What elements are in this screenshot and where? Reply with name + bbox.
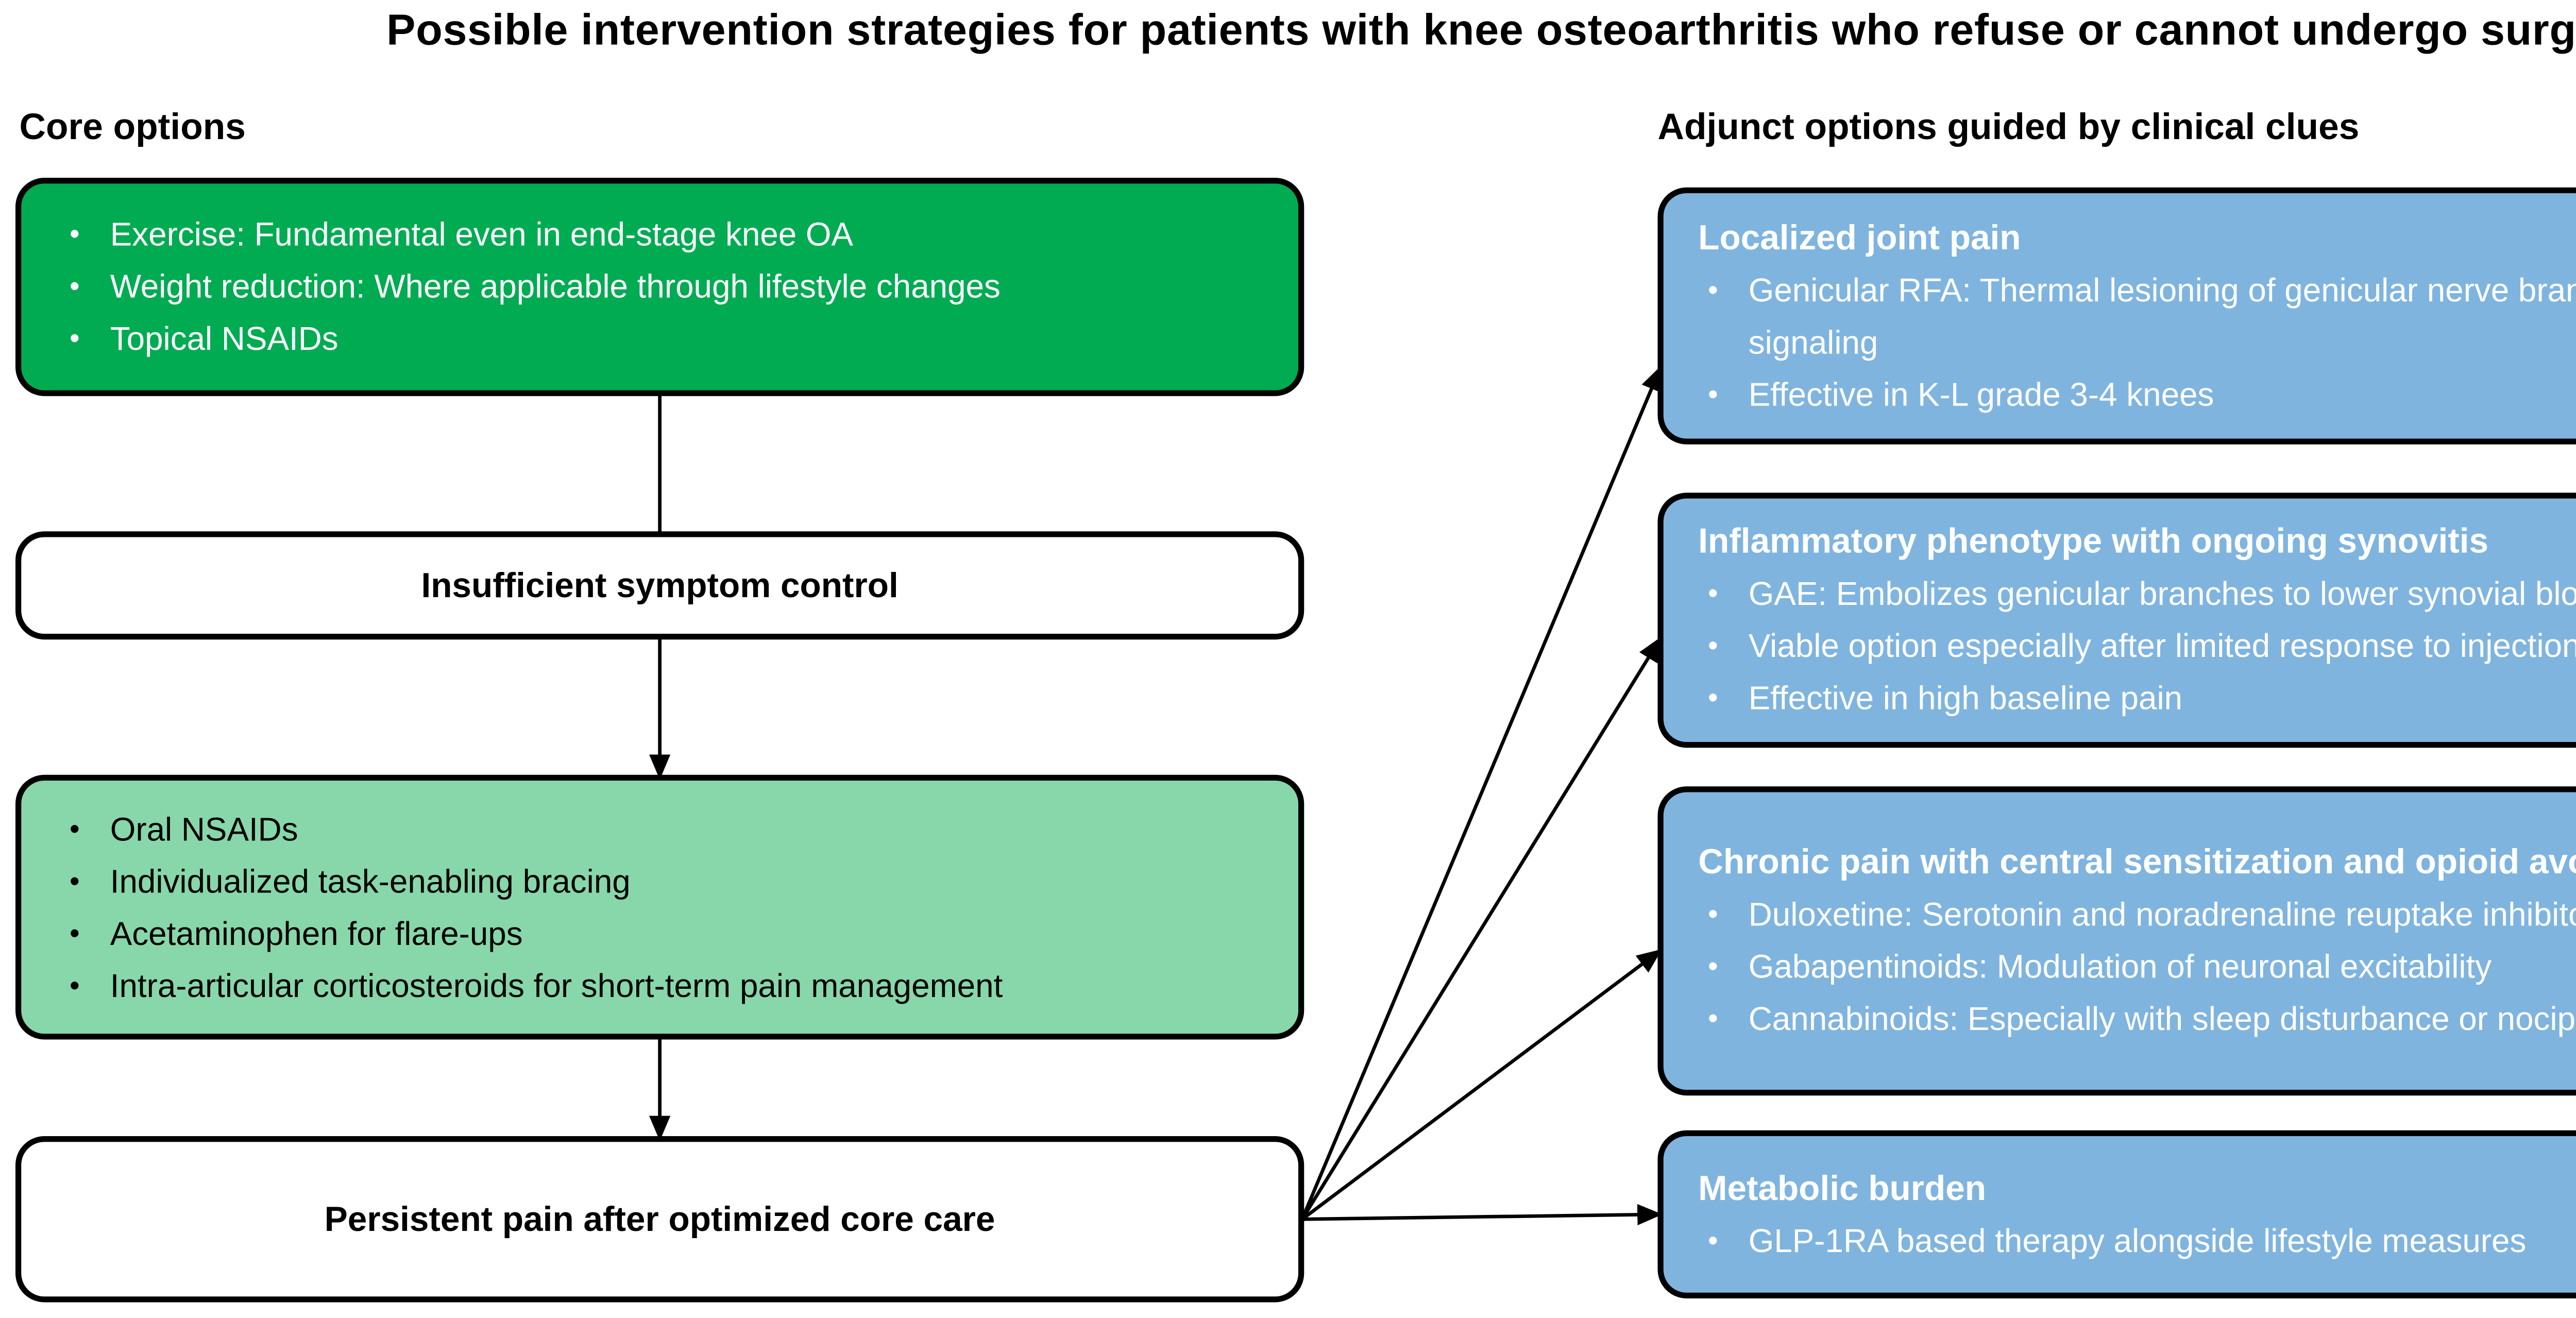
central-sensitization-title: Chronic pain with central sensitization … (1698, 842, 2576, 881)
bullet-item: Intra-articular corticosteroids for shor… (60, 959, 1260, 1011)
bullet-item: Cannabinoids: Especially with sleep dist… (1698, 993, 2576, 1045)
persistent-pain-label: Persistent pain after optimized core car… (324, 1198, 995, 1238)
inflammatory-phenotype-box: Inflammatory phenotype with ongoing syno… (1657, 493, 2576, 748)
bullet-item: Topical NSAIDs (60, 313, 1260, 365)
connector-arrow (1301, 949, 1663, 1221)
core-options-box: Exercise: Fundamental even in end-stage … (15, 178, 1304, 396)
bullet-item: Gabapentinoids: Modulation of neuronal e… (1698, 941, 2576, 993)
bullet-item: Viable option especially after limited r… (1698, 620, 2576, 672)
bullet-item: Duloxetine: Serotonin and noradrenaline … (1698, 889, 2576, 941)
metabolic-burden-title: Metabolic burden (1698, 1168, 1987, 1207)
second-line-options-box: Oral NSAIDsIndividualized task-enabling … (15, 774, 1304, 1040)
core-options-list: Exercise: Fundamental even in end-stage … (60, 209, 1260, 365)
connector-arrow (1300, 365, 1663, 1220)
bullet-item: Genicular RFA: Thermal lesioning of geni… (1698, 264, 2576, 368)
bullet-item: Effective in high baseline pain (1698, 672, 2576, 724)
bullet-item: Effective in K-L grade 3-4 knees (1698, 368, 2576, 420)
metabolic-burden-list: GLP-1RA based therapy alongside lifestyl… (1698, 1214, 2576, 1266)
inflammatory-phenotype-list: GAE: Embolizes genicular branches to low… (1698, 568, 2576, 725)
localized-joint-pain-title: Localized joint pain (1698, 217, 2021, 256)
bullet-item: Weight reduction: Where applicable throu… (60, 261, 1260, 313)
localized-joint-pain-box: Localized joint pain Genicular RFA: Ther… (1657, 187, 2576, 445)
bullet-item: Individualized task-enabling bracing (60, 855, 1260, 907)
connector-arrow (1302, 1204, 1663, 1226)
insufficient-symptom-control-label: Insufficient symptom control (421, 565, 899, 604)
diagram-title: Possible intervention strategies for pat… (386, 6, 2576, 54)
localized-joint-pain-list: Genicular RFA: Thermal lesioning of geni… (1698, 264, 2576, 420)
insufficient-symptom-control-box: Insufficient symptom control (15, 531, 1304, 640)
connector-arrow (1300, 636, 1662, 1221)
central-sensitization-list: Duloxetine: Serotonin and noradrenaline … (1698, 889, 2576, 1045)
bullet-item: Acetaminophen for flare-ups (60, 907, 1260, 959)
adjunct-options-header: Adjunct options guided by clinical clues (1657, 108, 2360, 149)
bullet-item: Exercise: Fundamental even in end-stage … (60, 209, 1260, 261)
core-options-header: Core options (19, 108, 246, 149)
second-line-options-list: Oral NSAIDsIndividualized task-enabling … (60, 803, 1260, 1011)
bullet-item: GAE: Embolizes genicular branches to low… (1698, 568, 2576, 620)
metabolic-burden-box: Metabolic burden GLP-1RA based therapy a… (1657, 1130, 2576, 1298)
bullet-item: GLP-1RA based therapy alongside lifestyl… (1698, 1214, 2576, 1266)
inflammatory-phenotype-title: Inflammatory phenotype with ongoing syno… (1698, 521, 2489, 561)
bullet-item: Oral NSAIDs (60, 803, 1260, 855)
central-sensitization-box: Chronic pain with central sensitization … (1657, 786, 2576, 1096)
persistent-pain-box: Persistent pain after optimized core car… (15, 1136, 1304, 1303)
